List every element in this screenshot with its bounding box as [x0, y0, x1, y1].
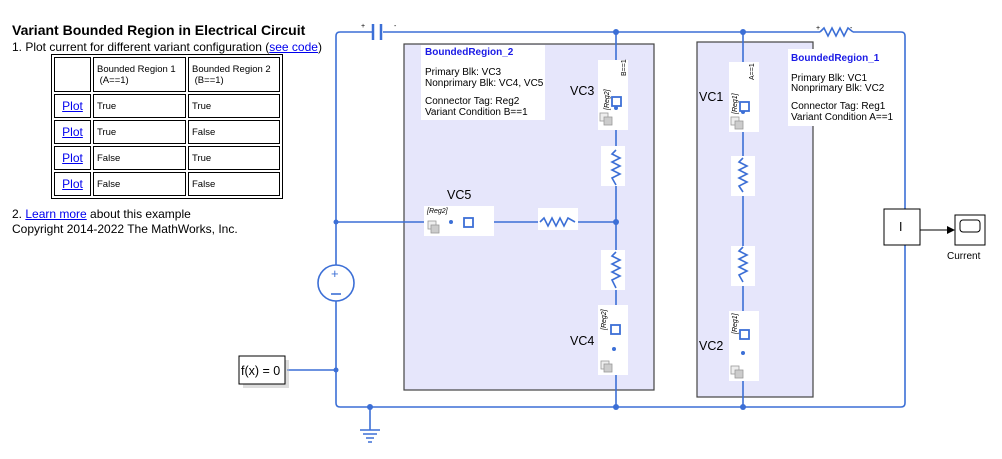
- region2-value: False: [188, 120, 280, 144]
- header-region-1: Bounded Region 1 (A==1): [93, 57, 186, 92]
- table-row: Plot False False: [54, 172, 280, 196]
- vc4-label: VC4: [570, 334, 594, 348]
- vc1-label: VC1: [699, 90, 723, 104]
- plot-link[interactable]: Plot: [62, 151, 83, 165]
- resistor-top[interactable]: + -: [816, 25, 854, 38]
- table-header-row: Bounded Region 1 (A==1) Bounded Region 2…: [54, 57, 280, 92]
- region1-value: True: [93, 94, 186, 118]
- region2-condition: Variant Condition B==1: [425, 107, 528, 118]
- vc2-tag: [Reg1]: [732, 312, 739, 335]
- instruction-plot: 1. Plot current for different variant co…: [12, 40, 322, 54]
- page-title: Variant Bounded Region in Electrical Cir…: [12, 22, 306, 38]
- vc1-tag: [Reg1]: [732, 92, 739, 115]
- region1-condition: Variant Condition A==1: [791, 112, 894, 123]
- ground-icon: [360, 429, 380, 443]
- plot-cell: Plot: [54, 94, 91, 118]
- header-region-1-label: Bounded Region 1: [97, 63, 176, 75]
- plot-link[interactable]: Plot: [62, 177, 83, 191]
- source-plus: +: [331, 266, 339, 281]
- vc3-label: VC3: [570, 84, 594, 98]
- voltage-source[interactable]: +: [317, 264, 355, 302]
- vc3-condition: B==1: [621, 59, 628, 76]
- capacitor-minus: -: [394, 23, 397, 30]
- learn-more-prefix: 2.: [12, 207, 26, 221]
- region2-tag: Connector Tag: Reg2: [425, 96, 520, 107]
- region2-value: False: [188, 172, 280, 196]
- learn-more-line: 2. Learn more about this example: [12, 207, 191, 221]
- vc4-tag: [Reg2]: [601, 308, 608, 331]
- current-sensor[interactable]: I: [883, 208, 921, 246]
- vc5-label: VC5: [447, 188, 471, 202]
- solver-label: f(x) = 0: [241, 364, 280, 378]
- capacitor-plus: +: [361, 23, 365, 30]
- instruction-text: 1. Plot current for different variant co…: [12, 40, 270, 54]
- resistor-r1b[interactable]: [731, 246, 755, 286]
- vc2-label: VC2: [699, 339, 723, 353]
- resistor-top-minus: -: [850, 25, 853, 32]
- region1-primary: Primary Blk: VC1: [791, 73, 868, 84]
- sensor-label: I: [899, 220, 902, 234]
- resistor-vc5[interactable]: [538, 208, 578, 230]
- variant-connector-vc1[interactable]: A==1 [Reg1] VC1: [699, 62, 759, 132]
- region2-nonprimary: Nonprimary Blk: VC4, VC5: [425, 78, 544, 89]
- bounded-region-1[interactable]: BoundedRegion_1 Primary Blk: VC1 Nonprim…: [696, 41, 896, 398]
- region1-tag: Connector Tag: Reg1: [791, 101, 886, 112]
- header-region-2-cond: (B==1): [194, 74, 224, 86]
- header-empty: [54, 57, 91, 92]
- plot-link[interactable]: Plot: [62, 125, 83, 139]
- vc5-tag: [Reg2]: [426, 208, 449, 215]
- resistor-top-plus: +: [816, 25, 820, 32]
- vc1-condition: A==1: [749, 63, 756, 80]
- resistor-r1a[interactable]: [731, 156, 755, 196]
- variant-connector-vc5[interactable]: [Reg2] VC5: [424, 188, 494, 236]
- table-row: Plot False True: [54, 146, 280, 170]
- resistor-r2b[interactable]: [601, 250, 625, 290]
- learn-more-link[interactable]: Learn more: [25, 207, 87, 221]
- variant-config-table: Bounded Region 1 (A==1) Bounded Region 2…: [51, 54, 283, 199]
- plot-cell: Plot: [54, 146, 91, 170]
- arrow-icon: [947, 226, 955, 234]
- header-region-1-cond: (A==1): [99, 74, 129, 86]
- table-row: Plot True True: [54, 94, 280, 118]
- plot-link[interactable]: Plot: [62, 99, 83, 113]
- region2-title: BoundedRegion_2: [425, 47, 514, 58]
- scope-label: Current: [947, 251, 981, 262]
- region1-value: True: [93, 120, 186, 144]
- variant-connector-vc3[interactable]: B==1 [Reg2] VC3: [570, 59, 628, 130]
- scope-block[interactable]: Current: [947, 214, 986, 262]
- plot-cell: Plot: [54, 172, 91, 196]
- copyright: Copyright 2014-2022 The MathWorks, Inc.: [12, 222, 238, 236]
- region2-primary: Primary Blk: VC3: [425, 67, 502, 78]
- region2-value: True: [188, 94, 280, 118]
- learn-more-suffix: about this example: [86, 207, 191, 221]
- solver-config-block[interactable]: f(x) = 0: [238, 355, 289, 388]
- see-code-link[interactable]: see code: [269, 40, 318, 54]
- capacitor[interactable]: + -: [361, 23, 397, 40]
- header-region-2: Bounded Region 2 (B==1): [188, 57, 280, 92]
- vc3-tag: [Reg2]: [604, 88, 611, 111]
- region1-title: BoundedRegion_1: [791, 53, 880, 64]
- resistor-r2a[interactable]: [601, 146, 625, 186]
- region1-nonprimary: Nonprimary Blk: VC2: [791, 83, 885, 94]
- variant-connector-vc4[interactable]: [Reg2] VC4: [570, 305, 628, 375]
- table-row: Plot True False: [54, 120, 280, 144]
- instruction-suffix: ): [317, 40, 322, 54]
- header-region-2-label: Bounded Region 2: [192, 63, 271, 75]
- variant-connector-vc2[interactable]: [Reg1] VC2: [699, 311, 759, 381]
- region1-value: False: [93, 172, 186, 196]
- region2-value: True: [188, 146, 280, 170]
- plot-cell: Plot: [54, 120, 91, 144]
- region1-value: False: [93, 146, 186, 170]
